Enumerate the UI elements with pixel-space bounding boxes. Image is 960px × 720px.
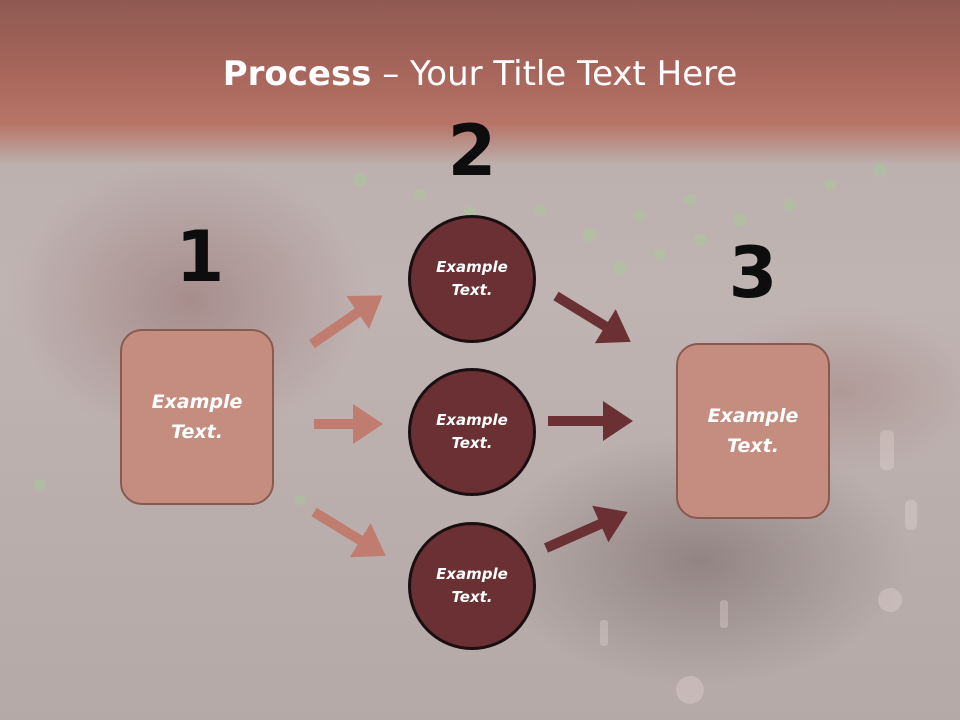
circle-top-label: Example Text. <box>436 258 508 299</box>
left-text-box: Example Text. <box>120 329 274 505</box>
arrow-top-to-right <box>553 291 631 344</box>
title-banner <box>0 0 960 165</box>
arrow-left-to-bottom <box>311 507 386 558</box>
title-bold: Process <box>222 54 372 94</box>
step-number-2: 2 <box>447 110 497 192</box>
circle-bottom: Example Text. <box>408 522 536 650</box>
circle-top: Example Text. <box>408 215 536 343</box>
arrow-bottom-to-right <box>543 505 628 553</box>
arrow-left-to-top <box>309 295 383 349</box>
circle-bottom-label: Example Text. <box>436 565 508 606</box>
title-rest: – Your Title Text Here <box>371 54 738 94</box>
right-text-box: Example Text. <box>676 343 830 519</box>
slide-title: Process – Your Title Text Here <box>0 52 960 96</box>
step-number-3: 3 <box>728 232 778 314</box>
circle-middle-label: Example Text. <box>436 411 508 452</box>
step-number-1: 1 <box>175 216 225 298</box>
circle-middle: Example Text. <box>408 368 536 496</box>
right-box-label: Example Text. <box>707 405 799 457</box>
left-box-label: Example Text. <box>151 391 243 443</box>
